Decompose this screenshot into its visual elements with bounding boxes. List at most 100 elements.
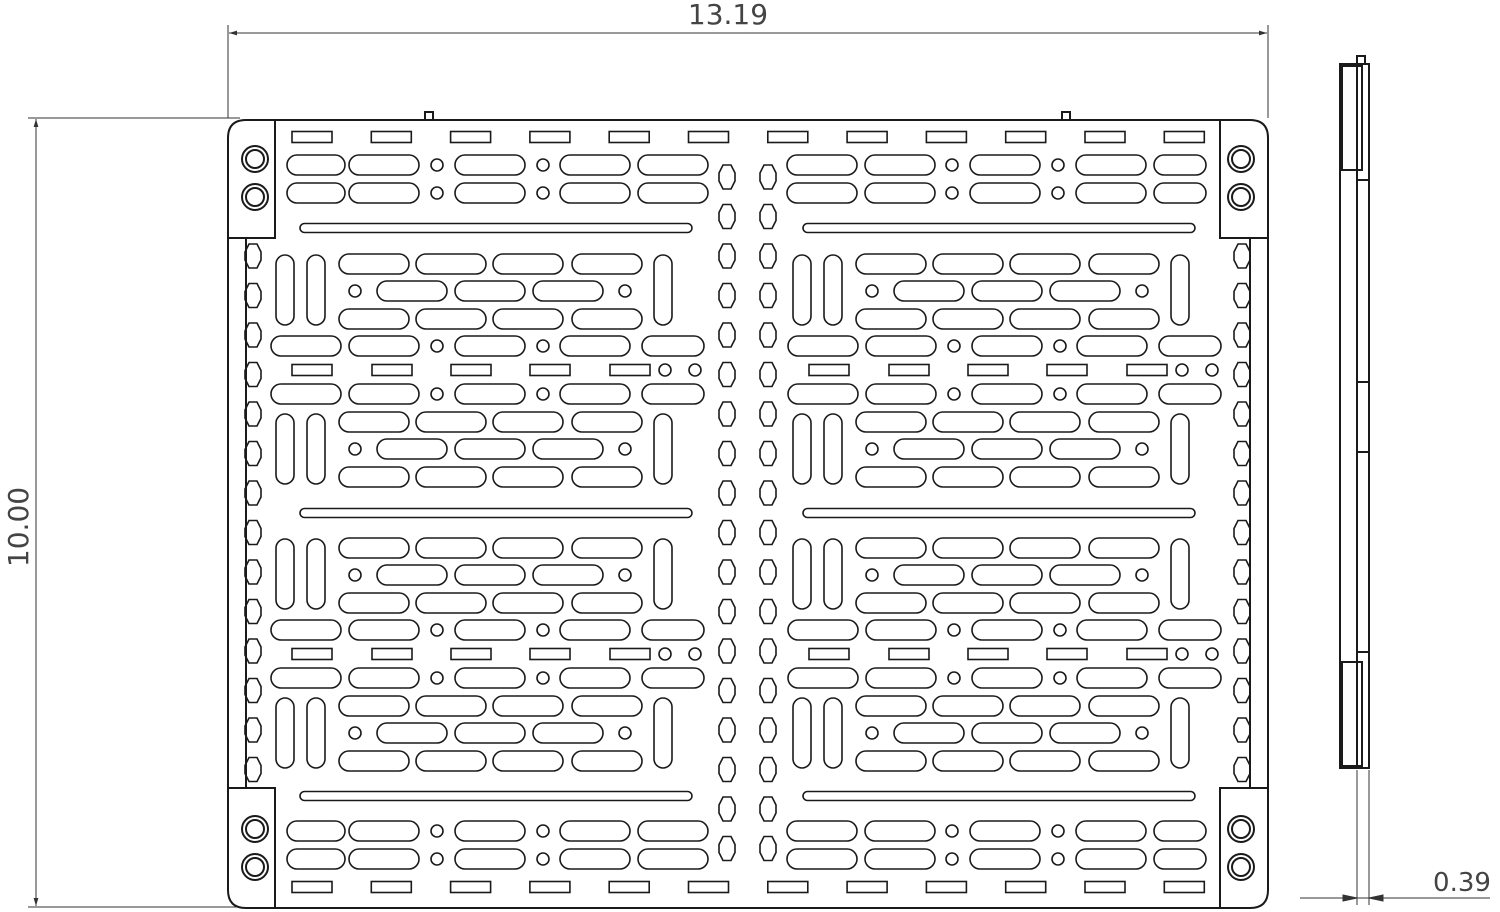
mount-hole-145: [1233, 677, 1251, 704]
mount-hole-142: [244, 638, 262, 664]
slot-290: [865, 335, 937, 357]
round-hole-330: [1135, 568, 1149, 582]
round-hole-172: [348, 442, 362, 456]
slot-240: [454, 667, 526, 689]
slot-320: [1009, 592, 1081, 614]
round-hole-352: [1053, 623, 1067, 637]
slot-166: [454, 280, 526, 302]
slot-74: [1075, 848, 1147, 870]
plate-hole-pattern: [244, 130, 1251, 894]
slot-188: [559, 335, 631, 357]
slot-266: [1009, 253, 1081, 275]
slot-178: [492, 411, 564, 433]
slot-341: [787, 619, 859, 641]
rect-hole-20: [1084, 130, 1126, 144]
slot-268: [1088, 253, 1160, 275]
corner-hole-tl-1: [241, 145, 269, 173]
slot-84: [299, 790, 693, 802]
slot-222: [532, 722, 604, 744]
slot-66: [286, 848, 346, 870]
slot-174: [338, 411, 410, 433]
slot-214: [492, 592, 564, 614]
rect-hole-14: [846, 130, 888, 144]
slot-182: [270, 335, 342, 357]
slot-218: [376, 722, 448, 744]
rect-hole-23: [1163, 880, 1206, 894]
mount-hole-113: [759, 677, 777, 704]
slot-228: [338, 750, 410, 772]
slot-165: [376, 438, 448, 460]
slot-47: [1153, 182, 1207, 204]
slot-61: [1153, 820, 1207, 842]
top-nub-left: [424, 111, 434, 121]
slot-213: [492, 537, 564, 559]
slot-340: [1088, 750, 1160, 772]
slot-333: [855, 695, 927, 717]
mount-hole-137: [1233, 519, 1251, 546]
slot-263: [855, 308, 927, 330]
round-hole-247: [430, 671, 444, 685]
mount-hole-107: [759, 559, 777, 585]
slot-160: [492, 253, 564, 275]
side-view-top-pad: [1341, 65, 1363, 171]
slot-317: [932, 537, 1004, 559]
round-hole-192: [430, 339, 444, 353]
slot-46: [1075, 182, 1147, 204]
mount-hole-138: [244, 559, 262, 585]
round-hole-245: [430, 623, 444, 637]
slot-184: [348, 335, 420, 357]
slot-261: [1170, 413, 1190, 485]
slot-179: [492, 466, 564, 488]
round-hole-64: [945, 824, 959, 838]
round-hole-329: [865, 568, 879, 582]
round-hole-173: [618, 442, 632, 456]
mount-hole-134: [244, 480, 262, 506]
plate-outer-edge: [227, 119, 1269, 909]
round-hole-301: [1053, 387, 1067, 401]
slot-344: [865, 667, 937, 689]
round-hole-37: [1051, 158, 1065, 172]
slot-350: [1158, 667, 1222, 689]
rect-hole-251: [450, 647, 492, 661]
rect-hole-21: [1084, 880, 1126, 894]
mount-hole-147: [1233, 717, 1251, 743]
mount-hole-130: [244, 401, 262, 427]
slot-205: [653, 538, 673, 610]
mount-hole-110: [718, 638, 736, 664]
slot-169: [532, 438, 604, 460]
slot-43: [786, 182, 858, 204]
mount-hole-103: [759, 480, 777, 506]
rect-hole-8: [608, 130, 651, 144]
mount-hole-99: [759, 401, 777, 427]
slot-221: [532, 564, 604, 586]
slot-24: [286, 154, 346, 176]
slot-150: [275, 254, 295, 326]
rect-hole-304: [967, 363, 1009, 377]
round-hole-49: [536, 186, 550, 200]
slot-347: [1076, 619, 1148, 641]
slot-236: [270, 667, 342, 689]
round-hole-79: [1051, 852, 1065, 866]
round-hole-332: [1135, 726, 1149, 740]
slot-53: [348, 820, 420, 842]
slot-70: [637, 848, 709, 870]
mount-hole-117: [759, 756, 777, 783]
round-hole-279: [1135, 442, 1149, 456]
slot-44: [864, 182, 936, 204]
corner-tab-top-left: [228, 120, 276, 239]
mount-hole-133: [1233, 440, 1251, 467]
mount-hole-102: [718, 480, 736, 506]
slot-239: [454, 619, 526, 641]
slot-272: [971, 280, 1043, 302]
round-hole-34: [430, 158, 444, 172]
slot-32: [1075, 154, 1147, 176]
rect-hole-253: [609, 647, 651, 661]
slot-55: [559, 820, 631, 842]
slot-310: [823, 538, 843, 610]
slot-291: [865, 383, 937, 405]
rect-hole-305: [1046, 363, 1088, 377]
slot-232: [492, 750, 564, 772]
mount-hole-106: [718, 559, 736, 585]
corner-hole-tl-2-inner: [245, 187, 265, 207]
